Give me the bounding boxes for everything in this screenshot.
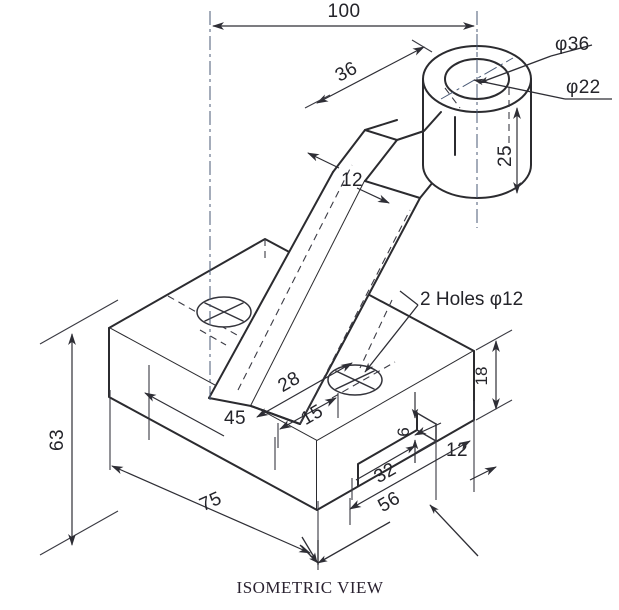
dimension-boss-height: 25	[495, 107, 521, 194]
dimension-value-arm-base-offset: 45	[224, 408, 246, 429]
dimension-value-boss-inner-dia: φ22	[566, 77, 601, 98]
dimension-value-boss-height: 25	[495, 145, 516, 167]
dimension-value-notch-depth: 6	[394, 427, 413, 436]
dimension-value-base-length: 75	[196, 488, 225, 516]
dimension-value-boss-outer-dia: φ36	[555, 34, 590, 55]
dimension-arm-base-offset: 45	[144, 365, 276, 470]
dimension-overall-height: 63	[39, 299, 119, 556]
dimension-value-notch-end: 12	[446, 440, 468, 461]
dimension-overall-length: 100	[212, 1, 475, 30]
dimension-value-overall-length: 100	[328, 1, 361, 22]
note-holes: 2 Holes φ12	[359, 289, 523, 373]
drawing-caption: ISOMETRIC VIEW	[237, 578, 384, 597]
dimension-arm-thickness: 12	[307, 152, 390, 204]
boss-center-lines	[440, 34, 514, 228]
dimension-base-thickness: 18	[472, 329, 513, 421]
dimension-boss-outer-dia: φ36	[478, 34, 593, 84]
dimension-value-base-thickness: 18	[472, 367, 491, 386]
dimension-arm-length: 36	[304, 39, 433, 109]
view-direction-arrows	[299, 504, 479, 565]
solid-geometry	[108, 11, 532, 511]
dimension-value-arm-thickness: 12	[341, 170, 363, 191]
dimension-value-overall-height: 63	[47, 429, 68, 451]
note-holes-text: 2 Holes φ12	[420, 289, 523, 310]
dimension-boss-inner-dia: φ22	[473, 77, 612, 100]
